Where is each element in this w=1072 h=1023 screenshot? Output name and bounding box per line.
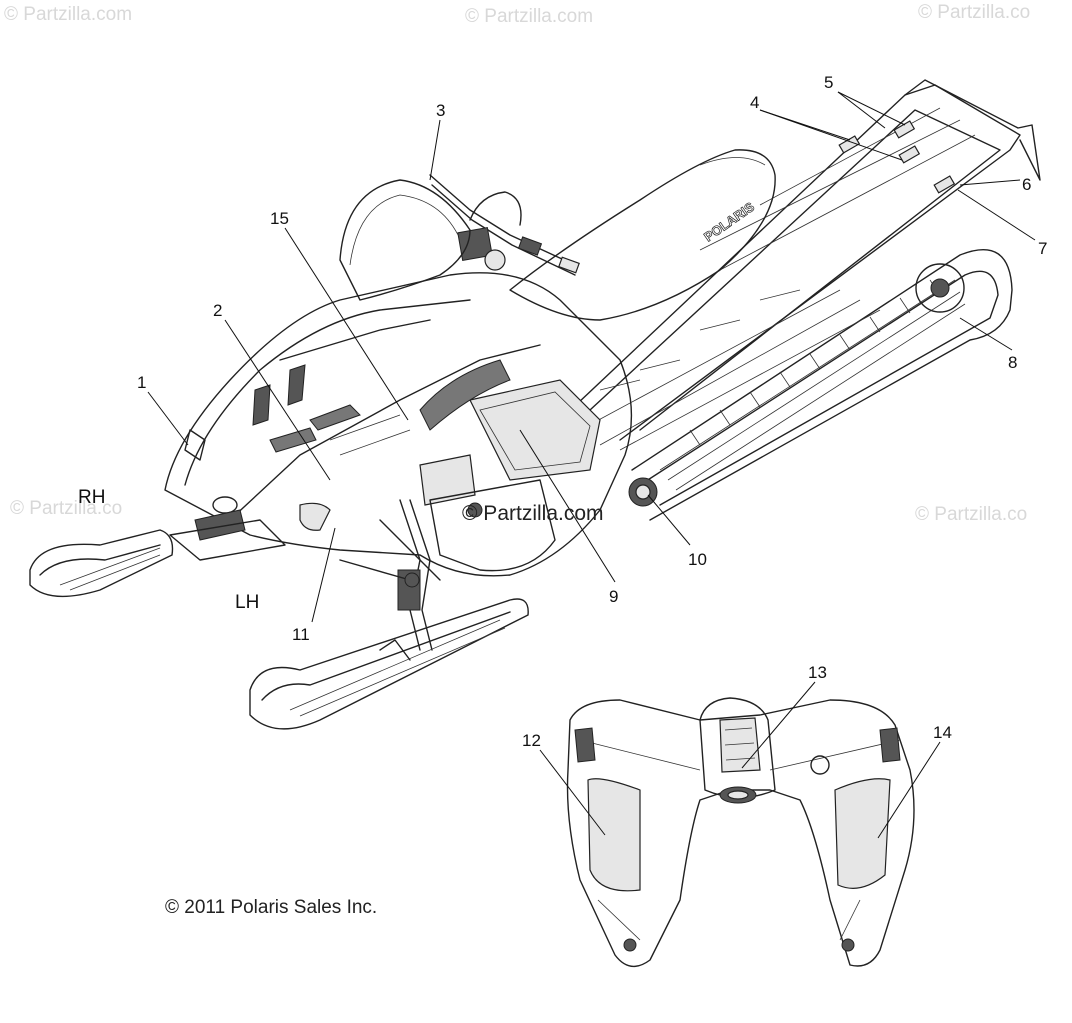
callout-14: 14 xyxy=(933,723,952,742)
ski-lh xyxy=(249,598,529,730)
leader-lines xyxy=(147,91,1036,839)
watermark-top-center: © Partzilla.com xyxy=(465,6,593,27)
ski-rh xyxy=(29,529,174,598)
watermark-mid-right: © Partzilla.co xyxy=(915,504,1027,525)
callout-9: 9 xyxy=(609,587,618,606)
tunnel-rack xyxy=(559,79,1041,451)
callout-12: 12 xyxy=(522,731,541,750)
side-label-rh: RH xyxy=(78,487,105,508)
hood-detail-illustration xyxy=(566,697,915,968)
callout-3: 3 xyxy=(436,101,445,120)
watermark-mid-left: © Partzilla.co xyxy=(10,498,122,519)
seat: POLARIS xyxy=(509,149,776,321)
windshield xyxy=(339,179,471,301)
callout-1: 1 xyxy=(137,373,146,392)
watermark-center: © Partzilla.com xyxy=(462,502,604,525)
side-label-lh: LH xyxy=(235,592,259,613)
callout-6: 6 xyxy=(1022,175,1031,194)
callout-15: 15 xyxy=(270,209,289,228)
front-suspension xyxy=(339,499,441,651)
callout-2: 2 xyxy=(213,301,222,320)
rear-track xyxy=(628,249,1013,521)
copyright-notice: © 2011 Polaris Sales Inc. xyxy=(165,897,377,918)
snowmobile-illustration: POLARIS xyxy=(29,79,1041,730)
callout-8: 8 xyxy=(1008,353,1017,372)
callout-5: 5 xyxy=(824,73,833,92)
hood-body xyxy=(164,272,633,577)
callout-numbers: 1 2 3 4 5 6 7 8 9 10 11 12 13 14 15 xyxy=(137,73,1047,750)
callout-7: 7 xyxy=(1038,239,1047,258)
callout-13: 13 xyxy=(808,663,827,682)
callout-11: 11 xyxy=(292,625,310,644)
watermark-top-left: © Partzilla.com xyxy=(4,4,132,25)
watermark-top-right: © Partzilla.co xyxy=(918,2,1030,23)
callout-4: 4 xyxy=(750,93,759,112)
handlebars xyxy=(429,174,580,276)
callout-10: 10 xyxy=(688,550,707,569)
seat-brand-text: POLARIS xyxy=(701,199,757,245)
